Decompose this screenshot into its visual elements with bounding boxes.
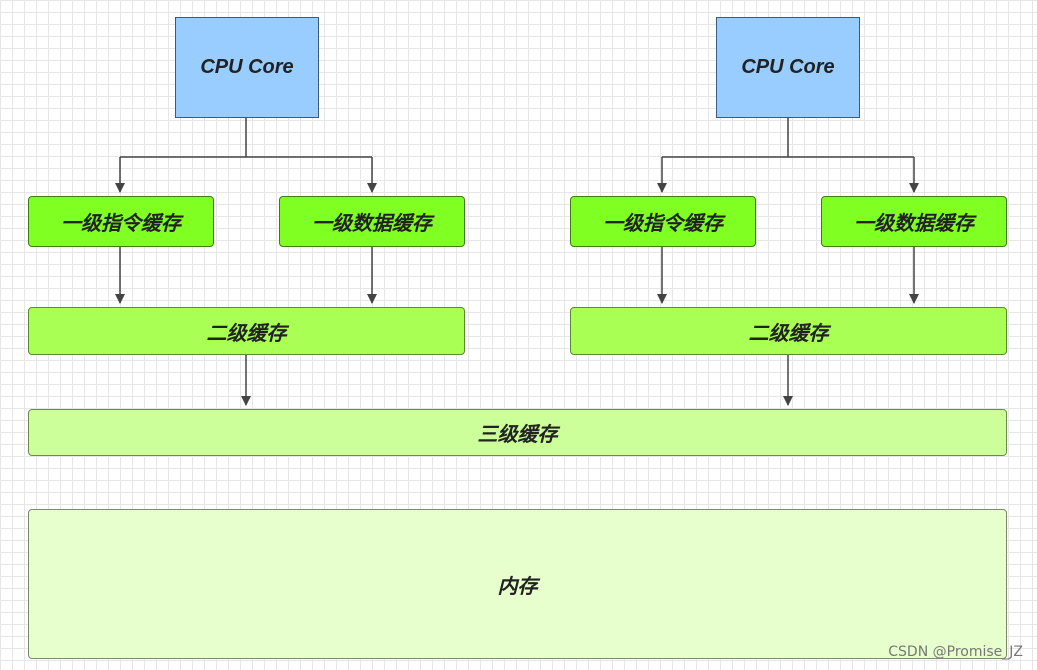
right-cpu-core-box: CPU Core — [716, 17, 860, 118]
right-l2-cache-box: 二级缓存 — [570, 307, 1007, 355]
connector-right-cpu-to-l1 — [662, 118, 914, 158]
right-l1-data-cache-label: 一级数据缓存 — [854, 213, 974, 235]
memory-box: 内存 — [28, 509, 1007, 659]
memory-label: 内存 — [497, 575, 538, 598]
connector-left-cpu-to-l1 — [120, 118, 372, 158]
right-l1-instruction-cache-box: 一级指令缓存 — [570, 196, 756, 247]
left-l1-instruction-cache-label: 一级指令缓存 — [61, 213, 181, 235]
left-l1-data-cache-label: 一级数据缓存 — [312, 213, 432, 235]
l3-cache-label: 三级缓存 — [477, 424, 558, 446]
left-l2-cache-box: 二级缓存 — [28, 307, 465, 355]
left-l1-instruction-cache-box: 一级指令缓存 — [28, 196, 214, 247]
left-cpu-core-label: CPU Core — [200, 56, 294, 78]
csdn-watermark: CSDN @Promise_JZ — [888, 644, 1023, 660]
l3-cache-box: 三级缓存 — [28, 409, 1007, 456]
left-l2-cache-label: 二级缓存 — [206, 322, 287, 345]
left-cpu-core-box: CPU Core — [175, 17, 319, 118]
right-l1-instruction-cache-label: 一级指令缓存 — [603, 213, 723, 235]
right-cpu-core-label: CPU Core — [741, 56, 835, 78]
left-l1-data-cache-box: 一级数据缓存 — [279, 196, 465, 247]
right-l1-data-cache-box: 一级数据缓存 — [821, 196, 1007, 247]
right-l2-cache-label: 二级缓存 — [748, 322, 829, 345]
